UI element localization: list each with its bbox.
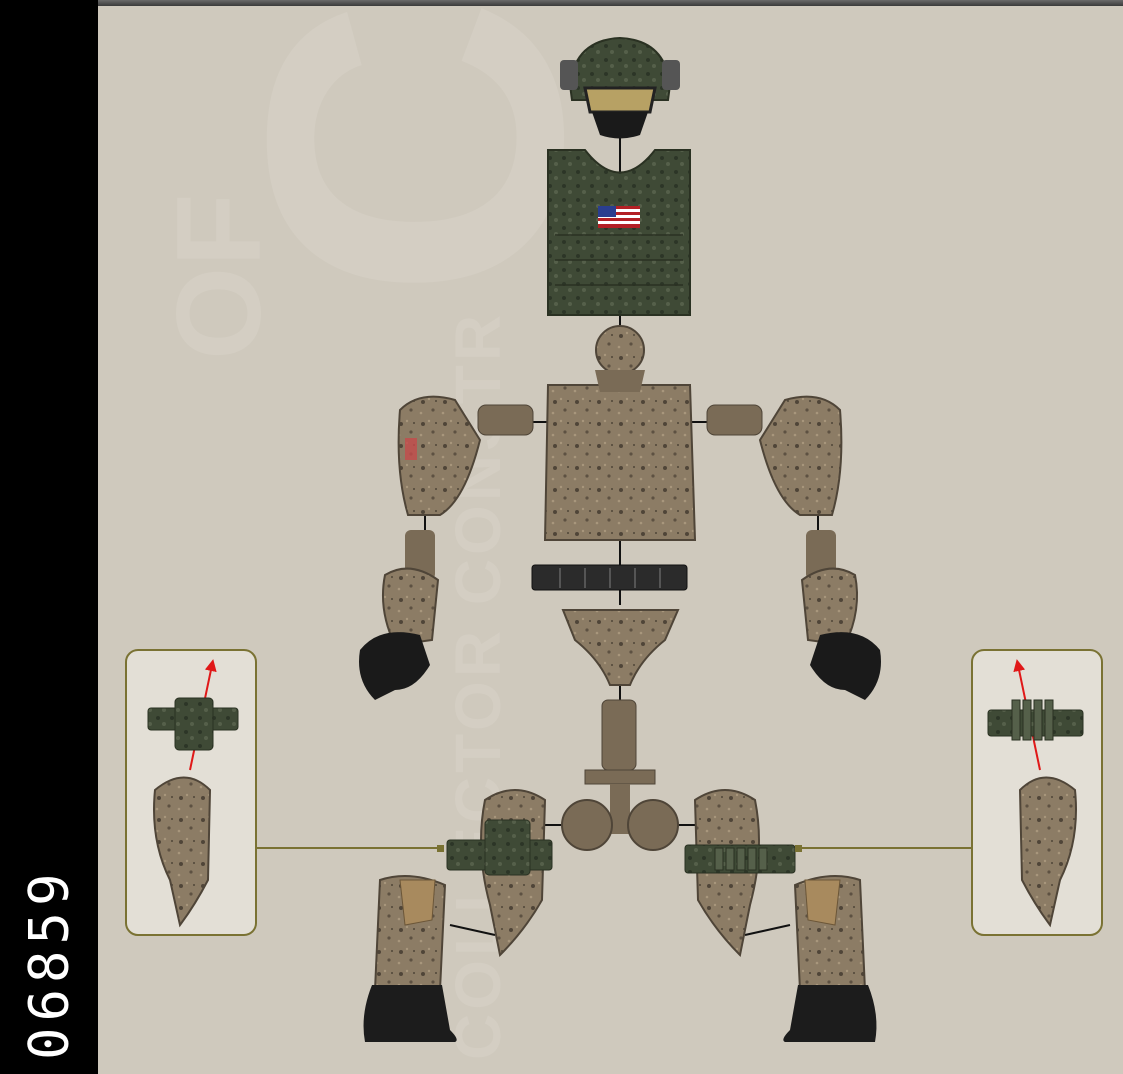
upper-arm-right-icon bbox=[707, 397, 841, 515]
boot-right-icon bbox=[783, 985, 876, 1042]
watermark-small: OF bbox=[152, 193, 286, 360]
parts-diagram: CAL OF COLLECTOR CONSTR bbox=[98, 6, 1123, 1074]
lower-leg-left-icon bbox=[375, 876, 445, 990]
torso-icon bbox=[545, 385, 695, 540]
belt-icon bbox=[532, 565, 687, 590]
hip-joint-icon bbox=[562, 700, 678, 850]
lower-leg-right-icon bbox=[795, 876, 865, 990]
glove-left-icon bbox=[359, 632, 430, 700]
flag-icon bbox=[598, 206, 640, 228]
glove-right-icon bbox=[810, 632, 881, 700]
neck-joint-icon bbox=[596, 326, 644, 374]
product-code-area: 06859 bbox=[0, 0, 98, 1074]
forearm-right-icon bbox=[802, 530, 857, 645]
vest-icon bbox=[548, 150, 690, 315]
pelvis-icon bbox=[563, 610, 678, 685]
boot-left-icon bbox=[364, 985, 457, 1042]
collar-icon bbox=[595, 370, 645, 392]
forearm-left-icon bbox=[383, 530, 438, 645]
mag-pouch-right-icon bbox=[685, 845, 795, 873]
product-code: 06859 bbox=[18, 867, 81, 1060]
